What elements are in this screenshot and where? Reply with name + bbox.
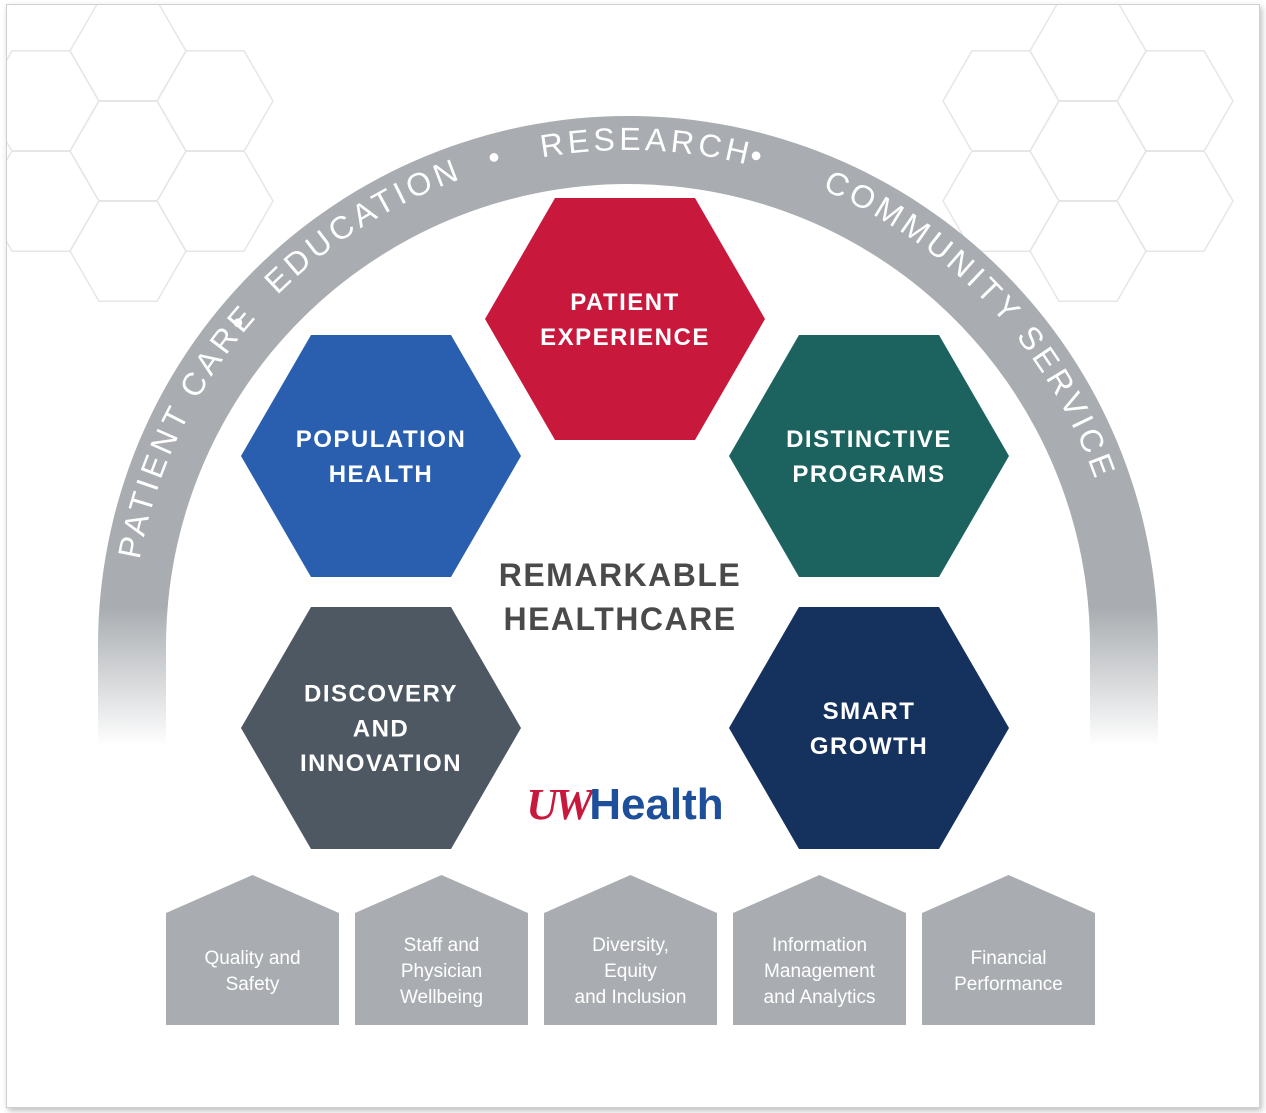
diagram-frame: PATIENT CAREEDUCATIONRESEARCHCOMMUNITY S… <box>6 4 1260 1108</box>
foundation-label-line: Management <box>764 961 876 982</box>
arc-segment: PATIENT CARE <box>111 296 260 561</box>
foundation-label-line: Diversity, <box>592 935 669 956</box>
foundation-shape <box>166 875 339 1025</box>
pattern-hexagon <box>69 100 187 202</box>
hexagon-label-line: POPULATION <box>296 426 467 453</box>
hexagon-patient-experience-shape <box>485 198 765 440</box>
pattern-hexagon <box>156 150 274 252</box>
foundation-label-line: Quality and <box>204 948 300 969</box>
pattern-hexagon <box>7 50 100 152</box>
pattern-hexagon <box>942 50 1060 152</box>
foundation-item: Diversity, Equity and Inclusion <box>544 875 717 1025</box>
foundation-label-line: Wellbeing <box>400 987 483 1008</box>
hexagon-label-line: DISCOVERY <box>304 681 458 708</box>
pattern-hexagon <box>1116 50 1234 152</box>
uw-health-logo: UWHealth <box>526 780 723 829</box>
logo-uw: UW <box>526 780 596 829</box>
foundation-label-line: Physician <box>401 961 482 982</box>
foundation-shape <box>544 875 717 1025</box>
foundation-shape <box>733 875 906 1025</box>
center-title-line: REMARKABLE <box>499 557 742 593</box>
hexagon-label-line: DISTINCTIVE <box>786 426 952 453</box>
hexagon-label-line: EXPERIENCE <box>540 324 710 351</box>
hexagon-label-line: AND <box>353 715 410 742</box>
pattern-hexagon <box>1116 150 1234 252</box>
hexagon-distinctive-programs-shape <box>729 335 1009 577</box>
foundation-label-line: Equity <box>604 961 657 982</box>
hexagon-label-line: SMART <box>823 698 916 725</box>
hexagon-smart-growth-label: SMART GROWTH <box>810 698 928 760</box>
hexagon-label-line: PATIENT <box>570 289 680 316</box>
hexagon-smart-growth-shape <box>729 607 1009 849</box>
hexagon-label-line: HEALTH <box>329 461 434 488</box>
foundation-label-line: Safety <box>226 974 280 995</box>
foundation-label-line: Financial <box>970 948 1046 969</box>
pattern-hexagon <box>69 5 187 102</box>
center-title-line: HEALTHCARE <box>503 601 736 637</box>
hexagon-discovery-innovation-label: DISCOVERY AND INNOVATION <box>300 681 462 778</box>
hexagon-distinctive-programs-label: DISTINCTIVE PROGRAMS <box>786 426 952 488</box>
foundation-label-line: and Analytics <box>764 987 876 1008</box>
background-hex-pattern <box>7 5 1234 302</box>
foundation-label-line: Staff and <box>404 935 480 956</box>
hexagon-smart-growth: SMART GROWTH <box>729 607 1009 849</box>
hexagon-patient-experience-label: PATIENT EXPERIENCE <box>540 289 710 351</box>
pattern-hexagon <box>7 150 100 252</box>
pattern-hexagon <box>69 200 187 302</box>
hexagon-population-health-label: POPULATION HEALTH <box>296 426 467 488</box>
hexagon-discovery-innovation: DISCOVERY AND INNOVATION <box>241 607 521 849</box>
foundation-shape <box>922 875 1095 1025</box>
hexagon-patient-experience: PATIENT EXPERIENCE <box>485 198 765 440</box>
pattern-hexagon <box>1029 5 1147 102</box>
hexagon-population-health: POPULATION HEALTH <box>241 335 521 577</box>
logo-health: Health <box>589 780 723 829</box>
foundation-label: Diversity, Equity and Inclusion <box>575 935 687 1008</box>
pattern-hexagon <box>1029 200 1147 302</box>
strategy-diagram: PATIENT CAREEDUCATIONRESEARCHCOMMUNITY S… <box>7 5 1234 1025</box>
pattern-hexagon <box>942 150 1060 252</box>
hexagon-population-health-shape <box>241 335 521 577</box>
center-title: REMARKABLE HEALTHCARE <box>499 557 742 637</box>
foundation-shape <box>355 875 528 1025</box>
hexagon-discovery-innovation-shape <box>241 607 521 849</box>
strategic-pillars: PATIENT EXPERIENCE POPULATION HEALTH DISTINC… <box>241 198 1009 849</box>
pattern-hexagon <box>1029 100 1147 202</box>
foundation-label-line: and Inclusion <box>575 987 687 1008</box>
hexagon-label-line: PROGRAMS <box>792 461 945 488</box>
hexagon-label-line: INNOVATION <box>300 750 462 777</box>
hexagon-label-line: GROWTH <box>810 733 928 760</box>
foundation-label-line: Performance <box>954 974 1063 995</box>
pattern-hexagon <box>156 50 274 152</box>
hexagon-distinctive-programs: DISTINCTIVE PROGRAMS <box>729 335 1009 577</box>
foundation-label-line: Information <box>772 935 867 956</box>
